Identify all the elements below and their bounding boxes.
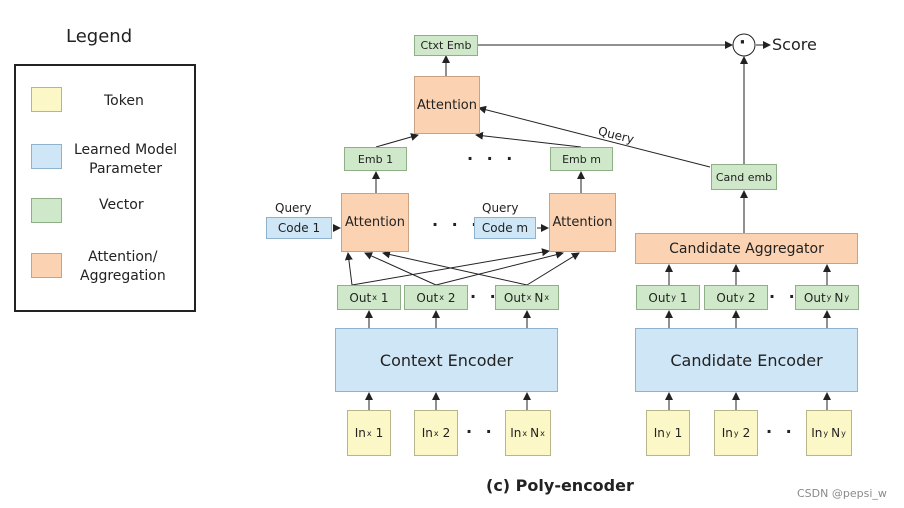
candidate-output-n-suffix-sub: y [844,293,850,302]
legend-swatch-vector [31,198,62,223]
candidate-output-2-base: Out [716,290,739,305]
attention-m: Attention [549,193,616,252]
context-input-1-suffix: 1 [375,426,384,440]
query-label-m: Query [482,201,519,215]
context-output-n-suffix-sub: x [544,293,550,302]
candidate-output-1-base: Out [648,290,671,305]
candidate-encoder: Candidate Encoder [635,328,858,392]
legend-label-token: Token [104,93,144,109]
context-output-2-suffix: 2 [447,290,456,305]
legend-swatch-token [31,87,62,112]
candidate-output-1-sub: y [671,293,676,302]
cand-emb: Cand emb [711,164,777,190]
context-output-n-suffix: N [534,290,544,305]
legend-label-param: Learned Model Parameter [74,142,178,177]
candidate-input-ellipsis: · · · [766,422,816,441]
context-output-1-sub: x [372,293,377,302]
legend-swatch-param [31,144,62,169]
candidate-input-1-sub: y [665,428,671,438]
legend-title: Legend [66,26,133,47]
context-input-2-suffix: 2 [442,426,451,440]
context-output-1-base: Out [349,290,372,305]
watermark: CSDN @pepsi_w [797,487,887,500]
candidate-output-n-base: Out [803,290,826,305]
query-label-1: Query [275,201,312,215]
candidate-aggregator: Candidate Aggregator [635,233,858,264]
candidate-input-n-base: In [811,426,823,440]
context-input-2-sub: x [433,428,439,438]
emb-1: Emb 1 [344,147,407,171]
candidate-input-1-suffix: 1 [674,426,683,440]
candidate-output-n-sub: y [826,293,832,302]
legend-label-attn: Attention/ Aggregation [80,249,166,284]
context-input-n-suffix: N [530,426,540,440]
candidate-output-2-sub: y [739,293,744,302]
candidate-input-2-base: In [721,426,733,440]
candidate-output-1-suffix: 1 [679,290,688,305]
code-m: Code m [474,217,536,239]
context-input-1-base: In [354,426,366,440]
emb-m: Emb m [550,147,613,171]
context-input-2-base: In [421,426,433,440]
context-output-n-sub: x [526,293,532,302]
context-output-2-sub: x [439,293,444,302]
candidate-input-2-suffix: 2 [742,426,751,440]
context-output-2-base: Out [416,290,439,305]
legend-panel [14,64,196,312]
dot-product-symbol: · [739,32,746,53]
candidate-input-n-sub: y [823,428,829,438]
context-encoder: Context Encoder [335,328,558,392]
context-output-n-base: Out [503,290,526,305]
emb-ellipsis: · · · [467,149,517,168]
candidate-input-n-suffix-sub: y [841,428,846,438]
context-output-1-suffix: 1 [380,290,389,305]
attention-1: Attention [341,193,409,252]
context-input-n-suffix-sub: x [540,428,545,438]
ctxt-emb: Ctxt Emb [414,35,478,56]
code-1: Code 1 [266,217,332,239]
legend-swatch-attn [31,253,62,278]
attention-ellipsis: · · · [432,215,482,234]
context-input-n-base: In [510,426,522,440]
context-input-ellipsis: · · · [466,422,516,441]
context-input-n-sub: x [522,428,528,438]
top-attention: Attention [414,76,480,134]
legend-label-vector: Vector [99,197,144,213]
candidate-input-n-suffix: N [831,426,841,440]
candidate-output-n-suffix: N [834,290,844,305]
dot-product-node [732,33,756,57]
context-input-1-sub: x [366,428,372,438]
candidate-input-1-base: In [653,426,665,440]
candidate-output-2-suffix: 2 [747,290,756,305]
figure-caption: (c) Poly-encoder [486,476,634,495]
candidate-input-2-sub: y [733,428,739,438]
score-label: Score [772,35,817,54]
